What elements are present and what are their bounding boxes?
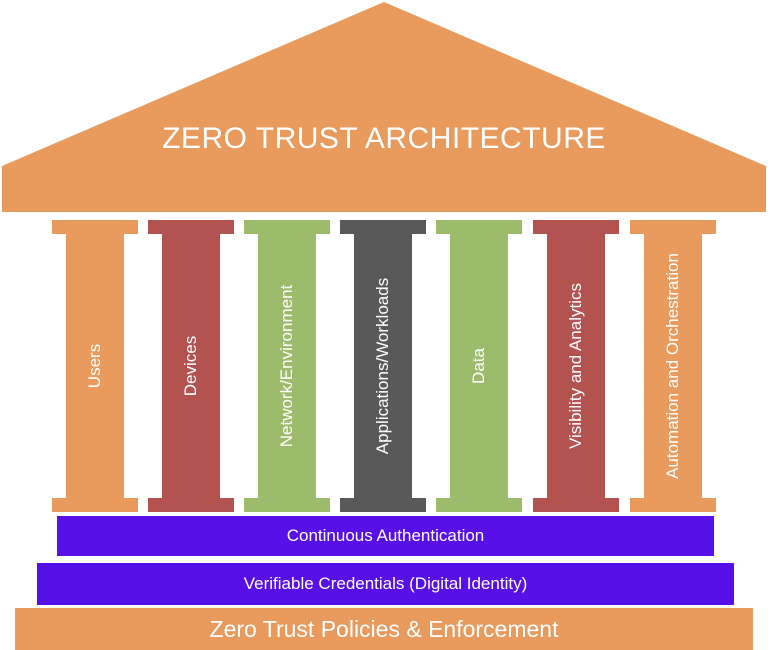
pillar-shaft: [547, 234, 605, 498]
pillar-base: [340, 498, 426, 512]
pillar-cap: [630, 220, 716, 234]
pillar-cap: [533, 220, 619, 234]
pillar-data: Data: [436, 220, 522, 512]
pillar-label: Visibility and Analytics: [566, 283, 585, 449]
pillar-base: [244, 498, 330, 512]
pillar-shaft: [258, 234, 316, 498]
pillar-shaft: [354, 234, 412, 498]
pillar-visibility: Visibility and Analytics: [533, 220, 619, 512]
pillar-label: Users: [85, 343, 104, 389]
pillar-automation: Automation and Orchestration: [630, 220, 716, 512]
roof-shape: [2, 2, 766, 212]
pillar-users: Users: [52, 220, 138, 512]
pillar-applications: Applications/Workloads: [340, 220, 426, 512]
pillar-shaft: [450, 234, 508, 498]
pillar-cap: [244, 220, 330, 234]
pillar-label: Network/Environment: [277, 284, 296, 448]
pillar-base: [630, 498, 716, 512]
pillar-shaft: [162, 234, 220, 498]
foundation-band: Zero Trust Policies & Enforcement: [15, 608, 753, 650]
pillar-label: Devices: [181, 335, 200, 397]
pillar-label: Data: [469, 348, 488, 384]
pillar-cap: [148, 220, 234, 234]
continuous-authentication-band: Continuous Authentication: [57, 516, 714, 556]
pillar-base: [533, 498, 619, 512]
pillar-base: [436, 498, 522, 512]
pillar-base: [148, 498, 234, 512]
pillar-shaft: [66, 234, 124, 498]
pillar-devices: Devices: [148, 220, 234, 512]
pillar-cap: [52, 220, 138, 234]
pillar-network: Network/Environment: [244, 220, 330, 512]
pillar-label: Applications/Workloads: [373, 277, 392, 455]
pillar-cap: [436, 220, 522, 234]
pillar-label: Automation and Orchestration: [663, 253, 682, 479]
pillar-shaft: [644, 234, 702, 498]
pillar-base: [52, 498, 138, 512]
verifiable-credentials-band: Verifiable Credentials (Digital Identity…: [37, 563, 734, 605]
roof-title: ZERO TRUST ARCHITECTURE: [162, 122, 606, 155]
pillar-cap: [340, 220, 426, 234]
